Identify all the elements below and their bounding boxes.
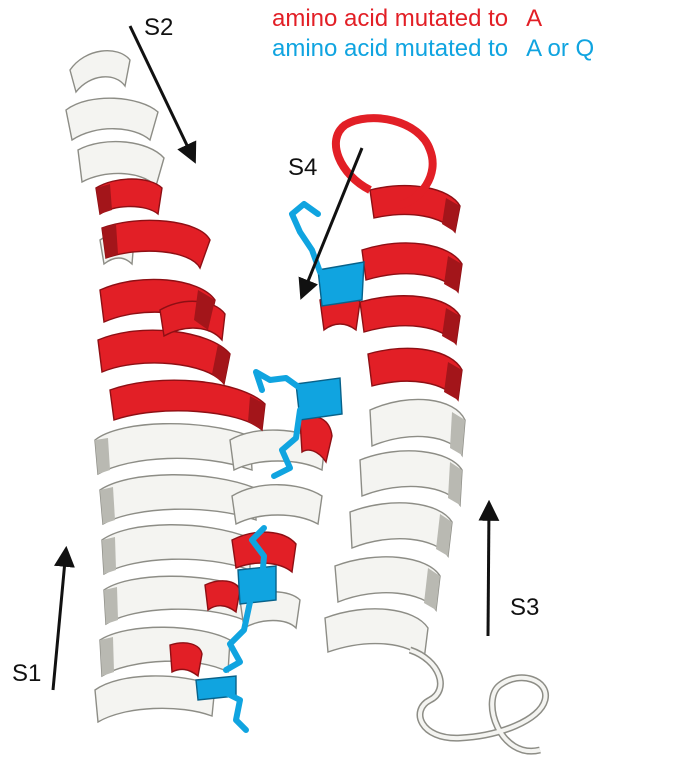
label-s4: S4 xyxy=(288,154,317,182)
loop-bottom-right-fill xyxy=(410,650,546,751)
label-s2: S2 xyxy=(144,14,173,42)
label-s1: S1 xyxy=(12,660,41,688)
arrow-s1 xyxy=(53,550,66,690)
arrow-s3 xyxy=(488,504,489,636)
arrow-s2 xyxy=(130,26,194,160)
label-s3: S3 xyxy=(510,594,539,622)
mutated-a-helix-left xyxy=(96,179,265,430)
